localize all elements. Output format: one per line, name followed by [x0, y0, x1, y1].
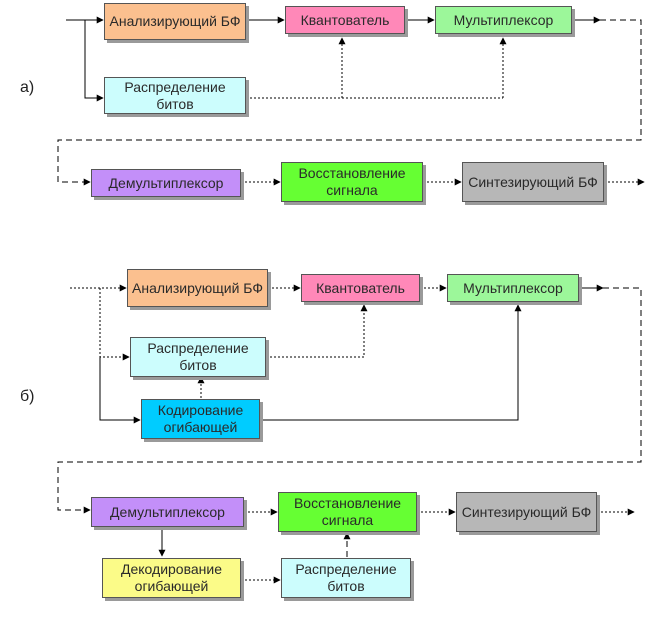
a-channel-line — [57, 19, 642, 186]
b-input-branch-envelope — [99, 357, 141, 424]
a-signal-reconstruction-block: Восстановление сигнала — [281, 162, 423, 202]
b-signal-reconstruction-block: Восстановление сигнала — [278, 492, 417, 532]
b-envelope-decoding-block: Декодирование огибающей — [102, 558, 241, 598]
a-demultiplexer-block: Демультиплексор — [91, 169, 241, 197]
b-input-branch-bits — [99, 288, 130, 361]
b-envelope-coding-block: Кодирование огибающей — [141, 399, 260, 439]
a-synthesis-filterbank-block: Синтезирующий БФ — [462, 162, 604, 202]
b-bits-to-quantizer — [266, 304, 368, 358]
a-analysis-filterbank-block: Анализирующий БФ — [104, 3, 246, 40]
a-quantizer-block: Квантователь — [285, 6, 405, 34]
a-input-branch-line — [84, 20, 104, 102]
b-analysis-filterbank-block: Анализирующий БФ — [127, 269, 268, 307]
a-multiplexer-block: Мультиплексор — [435, 6, 572, 34]
b-bit-allocation-block: Распределение битов — [130, 337, 266, 377]
b-multiplexer-block: Мультиплексор — [447, 274, 579, 302]
b-channel-line — [57, 287, 642, 514]
b-synthesis-filterbank-block: Синтезирующий БФ — [456, 492, 597, 532]
b-bit-allocation-rx-block: Распределение битов — [281, 558, 411, 598]
label-a: а) — [20, 79, 35, 96]
b-envelope-to-mux — [260, 304, 522, 421]
b-quantizer-block: Квантователь — [301, 274, 420, 302]
b-demultiplexer-block: Демультиплексор — [91, 497, 244, 527]
label-b: б) — [20, 388, 35, 405]
a-bit-allocation-block: Распределение битов — [104, 77, 246, 114]
